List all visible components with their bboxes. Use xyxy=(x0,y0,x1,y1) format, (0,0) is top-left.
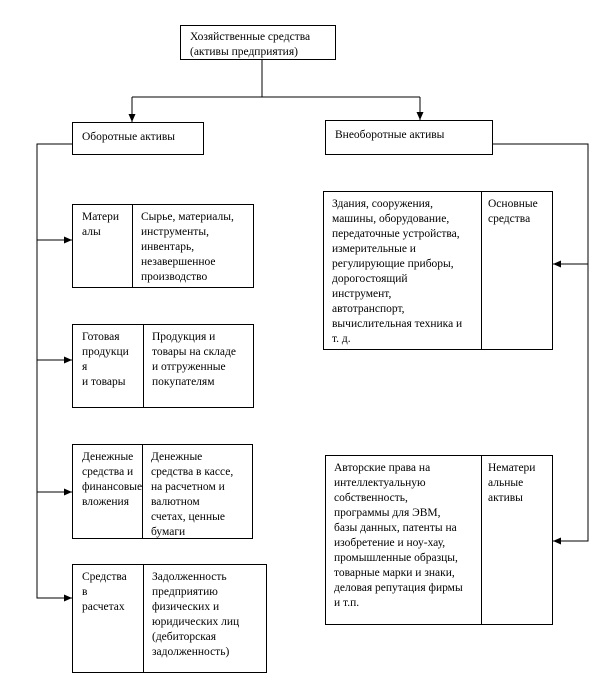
settlements-label: Средства в расчетах xyxy=(73,565,144,672)
intangible-assets-description: Авторские права на интеллектуальную собс… xyxy=(326,456,482,624)
intangible-assets-label: Нематери альные активы xyxy=(488,462,536,504)
intangible-assets-box: Авторские права на интеллектуальную собс… xyxy=(325,455,553,625)
left-spine-line xyxy=(36,143,72,602)
current-assets-box: Оборотные активы xyxy=(72,122,204,155)
finished-goods-label: Готовая продукци я и товары xyxy=(73,325,144,407)
finished-goods-description: Продукция и товары на складе и отгруженн… xyxy=(152,331,236,388)
cash-label: Денежные средства и финансовые вложения xyxy=(73,445,143,538)
noncurrent-assets-box: Внеоборотные активы xyxy=(325,120,493,155)
materials-description: Сырье, материалы, инструменты, инвентарь… xyxy=(141,211,234,283)
materials-box: Матери алы Сырье, материалы, инструменты… xyxy=(72,204,254,288)
current-assets-label: Оборотные активы xyxy=(82,131,176,143)
settlements-box: Средства в расчетах Задолженность предпр… xyxy=(72,564,267,673)
root-box: Хозяйственные средства (активы предприят… xyxy=(180,25,336,60)
noncurrent-assets-label: Внеоборотные активы xyxy=(335,129,445,141)
finished-goods-box: Готовая продукци я и товары Продукция и … xyxy=(72,324,254,408)
root-box-text: Хозяйственные средства (активы предприят… xyxy=(190,31,311,58)
cash-description: Денежные средства в кассе, на расчетном … xyxy=(151,451,234,538)
cash-box: Денежные средства и финансовые вложения … xyxy=(72,444,253,539)
materials-label: Матери алы xyxy=(73,205,133,287)
fixed-assets-box: Здания, сооружения, машины, оборудование… xyxy=(323,191,553,350)
settlements-description: Задолженность предприятию физических и ю… xyxy=(152,571,240,658)
fixed-assets-description: Здания, сооружения, машины, оборудование… xyxy=(324,192,482,349)
fixed-assets-label: Основные средства xyxy=(488,198,538,225)
